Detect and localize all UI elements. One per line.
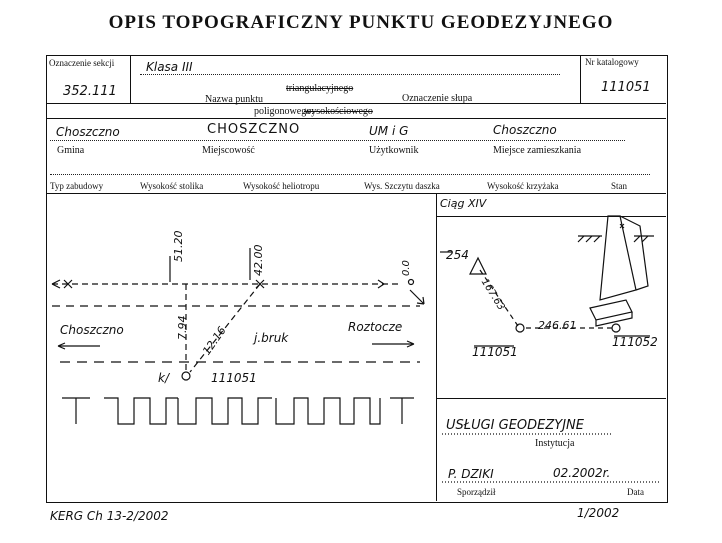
point-b-marker-icon bbox=[611, 323, 621, 333]
divider bbox=[580, 103, 666, 104]
form-frame bbox=[46, 55, 668, 503]
dim-4200: 42.00 bbox=[252, 244, 265, 277]
miejscowosc-label: Miejscowość bbox=[202, 145, 255, 156]
uzytkownik-label: Użytkownik bbox=[369, 145, 419, 156]
gmina-label: Gmina bbox=[57, 145, 85, 156]
institution-label: Instytucja bbox=[535, 438, 575, 449]
date-value: 02.2002r. bbox=[553, 466, 611, 480]
point-name-label: Nazwa punktu bbox=[205, 94, 264, 105]
divider bbox=[436, 398, 666, 399]
measure-line bbox=[189, 283, 261, 373]
point-b-label: 111052 bbox=[612, 335, 658, 349]
divider bbox=[436, 216, 666, 217]
cross-marker-icon bbox=[63, 279, 73, 289]
dist-b: 246.61 bbox=[538, 319, 577, 332]
divider bbox=[46, 118, 666, 119]
col-wysokosc-krzyzaka: Wysokość krzyżaka bbox=[487, 181, 559, 191]
arrow-right-icon bbox=[377, 279, 385, 289]
pillar-monument-icon bbox=[577, 215, 654, 327]
point-a-marker-icon bbox=[515, 323, 525, 333]
point-prefix: k/ bbox=[158, 371, 169, 385]
author-label: Sporządził bbox=[457, 487, 496, 497]
arrow-to-roztocze-icon bbox=[372, 340, 415, 348]
town-right: Roztocze bbox=[348, 320, 403, 334]
arrow-to-choszczno-icon bbox=[57, 342, 100, 350]
author: P. DZIKI bbox=[448, 467, 494, 481]
col-wysokosc-stolika: Wysokość stolika bbox=[140, 181, 204, 191]
building-outline bbox=[62, 397, 414, 425]
gmina-value: Choszczno bbox=[56, 125, 120, 139]
divider bbox=[436, 193, 437, 501]
point-254: 254 bbox=[446, 248, 469, 262]
zamieszkanie-value: Choszczno bbox=[493, 123, 557, 137]
footer-number: 1/2002 bbox=[577, 506, 620, 520]
col-wysokosc-heliotropu: Wysokość heliotropu bbox=[243, 181, 320, 191]
miejscowosc-value: CHOSZCZNO bbox=[207, 122, 301, 137]
catalog-label: Nr katalogowy bbox=[585, 57, 639, 67]
town-left: Choszczno bbox=[60, 323, 124, 337]
uzytkownik-value: UM i G bbox=[369, 124, 409, 138]
type-triangulation: triangulacyjnego bbox=[286, 83, 354, 94]
class-value: Klasa III bbox=[146, 60, 193, 74]
dim-5120: 51.20 bbox=[172, 230, 185, 263]
type-height: wysokościowego bbox=[304, 106, 373, 117]
dim-794: 7.94 bbox=[176, 315, 189, 341]
company: USŁUGI GEODEZYJNE bbox=[446, 418, 584, 433]
dim-zero: 0.0 bbox=[401, 260, 412, 276]
section-value: 352.111 bbox=[63, 84, 117, 99]
point-marker-icon bbox=[181, 371, 191, 381]
col-wys-szczytu: Wys. Szczytu daszka bbox=[364, 181, 440, 191]
section-label: Oznaczenie sekcji bbox=[49, 58, 115, 68]
triangulation-point-icon bbox=[469, 256, 487, 275]
divider bbox=[46, 193, 666, 194]
control-point-icon bbox=[407, 278, 415, 286]
divider bbox=[580, 55, 581, 103]
point-number: 111051 bbox=[211, 371, 257, 385]
col-stan: Stan bbox=[611, 181, 628, 191]
dotted-line bbox=[140, 74, 560, 75]
date-label: Data bbox=[627, 487, 644, 497]
divider bbox=[130, 55, 131, 103]
type-polygonal: poligonowego: bbox=[254, 106, 314, 117]
arrow-left-icon bbox=[51, 279, 61, 289]
col-typ-zabudowy: Typ zabudowy bbox=[50, 181, 104, 191]
footer-reference: KERG Ch 13-2/2002 bbox=[50, 509, 169, 523]
page-title: OPIS TOPOGRAFICZNY PUNKTU GEODEZYJNEGO bbox=[108, 12, 614, 33]
measure-line bbox=[479, 269, 519, 327]
road-label: j.bruk bbox=[254, 331, 289, 345]
dotted-line bbox=[50, 140, 625, 141]
divider bbox=[46, 103, 581, 104]
catalog-value: 111051 bbox=[601, 80, 651, 95]
ciag-label: Ciąg XIV bbox=[440, 197, 487, 210]
post-label: Oznaczenie słupa bbox=[402, 93, 473, 104]
dotted-line bbox=[50, 174, 650, 175]
arrow-down-right-icon bbox=[409, 289, 425, 305]
zamieszkanie-label: Miejsce zamieszkania bbox=[493, 145, 582, 156]
point-a-label: 111051 bbox=[472, 345, 518, 359]
